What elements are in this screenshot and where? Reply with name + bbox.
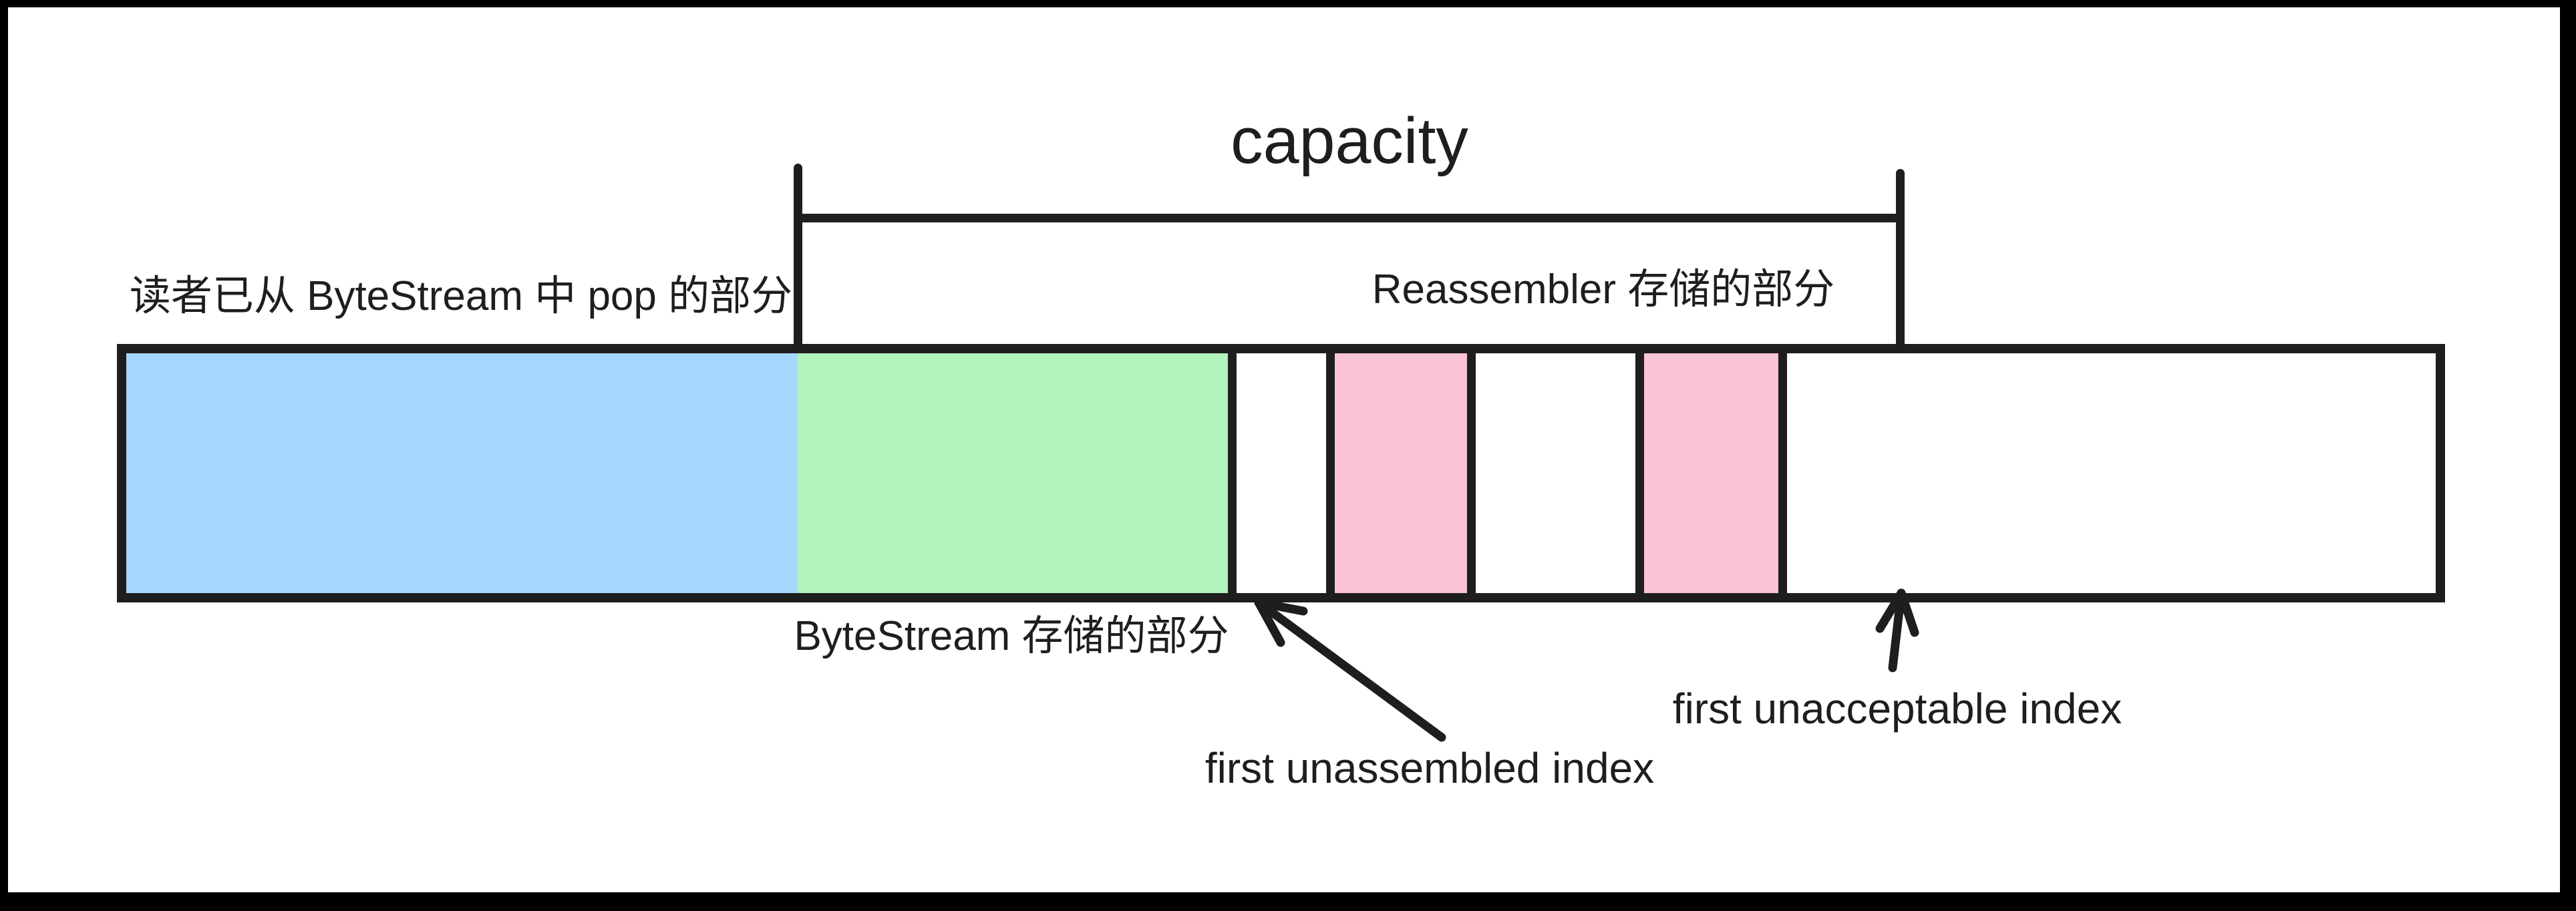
bytestream-section-label: ByteStream 存储的部分: [794, 613, 1229, 659]
segment-beyond-window: [1900, 353, 2436, 593]
segment-bytestream-stored: [797, 353, 1228, 593]
first-unacceptable-index-label: first unacceptable index: [1672, 685, 2122, 733]
capacity-bracket-line: [794, 214, 1905, 222]
segment-popped: [126, 353, 798, 593]
first-unacceptable-arrow: [1875, 588, 1919, 673]
first-unassembled-index-label: first unassembled index: [1204, 744, 1655, 792]
segment-gap-3: [1778, 353, 1901, 593]
segment-gap-2: [1466, 353, 1635, 593]
first-unassembled-arrow: [1254, 598, 1446, 742]
segment-gap-1: [1227, 353, 1326, 593]
segment-reassembler-stored-2: [1635, 353, 1778, 593]
capacity-title: capacity: [1231, 104, 1468, 177]
popped-section-label: 读者已从 ByteStream 中 pop 的部分: [129, 273, 793, 319]
reassembler-section-label: Reassembler 存储的部分: [1372, 266, 1835, 313]
byte-range-bar: [117, 344, 2445, 602]
segment-reassembler-stored-1: [1325, 353, 1467, 593]
